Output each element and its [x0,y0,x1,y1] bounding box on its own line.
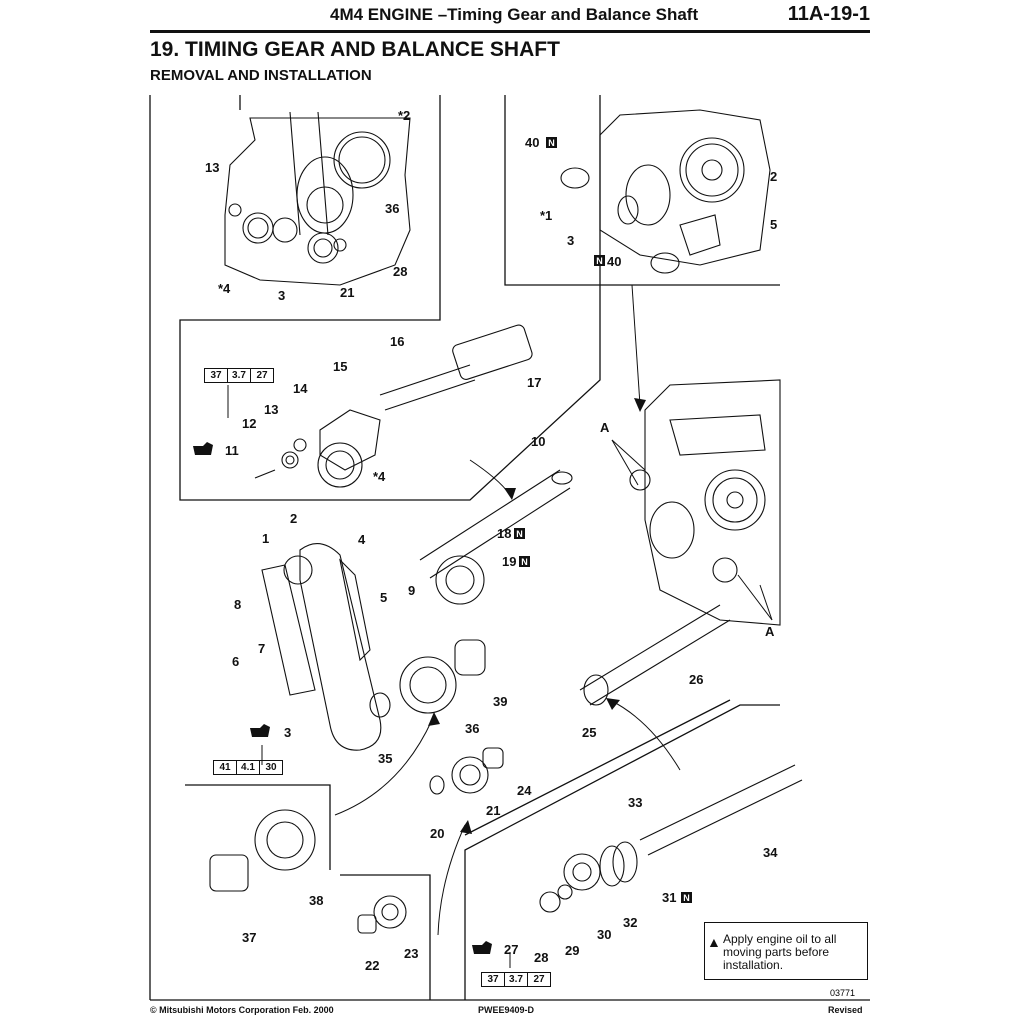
label-13b: 13 [264,402,278,417]
inset-box-timing-case [504,95,780,286]
label-5b: 5 [380,590,387,605]
label-3: 3 [278,288,285,303]
label-33: 33 [628,795,642,810]
engine-block-illustration [629,379,781,626]
label-6: 6 [232,654,239,669]
new-part-icon [514,528,525,539]
label-39: 39 [493,694,507,709]
section-title: 19. TIMING GEAR AND BALANCE SHAFT [150,38,560,61]
label-40: 40 [525,135,539,150]
label-4-star-b: *4 [373,469,386,484]
figure-number: 03771 [830,988,855,998]
label-37: 37 [242,930,256,945]
label-22: 22 [365,958,379,973]
label-28b: 28 [534,950,548,965]
oil-can-icon [472,941,492,954]
label-3c: 3 [284,725,291,740]
label-17: 17 [527,375,541,390]
label-1: 1 [262,531,269,546]
front-case-illustration [224,111,411,286]
label-12: 12 [242,416,256,431]
label-31: 31 [662,890,676,905]
label-11: 11 [225,443,239,458]
oil-pump-illustration [254,324,533,488]
page-header: 4M4 ENGINE –Timing Gear and Balance Shaf… [150,0,870,33]
timing-chain-illustration [261,543,382,751]
label-36: 36 [385,201,399,216]
label-38: 38 [309,893,323,908]
label-10: 10 [531,434,545,449]
label-2b: 2 [770,169,777,184]
new-part-icon [519,556,530,567]
label-23: 23 [404,946,418,961]
balance-shaft-10 [419,469,573,579]
label-2-star: *2 [398,108,410,123]
label-13: 13 [205,160,219,175]
label-40b: 40 [607,254,621,269]
label-32: 32 [623,915,637,930]
inset-box-balancer [464,704,780,1000]
inset-box-gear [185,784,331,870]
label-30: 30 [597,927,611,942]
oil-can-icon [250,724,270,737]
leader-lines [227,284,773,968]
inset-box-oil-pump [179,95,601,501]
label-28: 28 [393,264,407,279]
torque-spec-11: 37 3.7 27 [204,368,274,383]
label-A-bottom: A [765,624,775,639]
label-7: 7 [258,641,265,656]
page-number: 11A-19-1 [787,3,870,25]
balance-shaft-26 [579,604,731,706]
label-14: 14 [293,381,308,396]
label-18: 18 [497,526,511,541]
label-A-top: A [600,420,610,435]
label-9: 9 [408,583,415,598]
oil-can-icon [193,442,213,455]
new-part-icon [594,255,605,266]
label-4-star: *4 [218,281,231,296]
header-title: 4M4 ENGINE –Timing Gear and Balance Shaf… [330,5,699,24]
inset-box-idler [340,874,431,1000]
label-27: 27 [504,942,518,957]
label-36b: 36 [465,721,479,736]
new-part-icon [681,892,692,903]
gear-illustrations [209,555,638,934]
label-35: 35 [378,751,392,766]
label-1-star: *1 [540,208,552,223]
label-29: 29 [565,943,579,958]
label-25: 25 [582,725,596,740]
new-part-icon [546,137,557,148]
label-20: 20 [430,826,444,841]
footer-copyright: © Mitsubishi Motors Corporation Feb. 200… [150,1005,334,1015]
footer-status: Revised [828,1005,863,1015]
torque-spec-27: 37 3.7 27 [481,972,551,987]
label-2c: 2 [290,511,297,526]
label-3b: 3 [567,233,574,248]
torque-spec-3: 41 4.1 30 [213,760,283,775]
label-15: 15 [333,359,347,374]
label-21: 21 [340,285,354,300]
balance-shaft-34 [639,764,803,856]
label-5: 5 [770,217,777,232]
section-subtitle: REMOVAL AND INSTALLATION [150,67,372,84]
oil-note-box: ▲ Apply engine oil to all moving parts b… [704,922,868,980]
label-19: 19 [502,554,516,569]
label-8: 8 [234,597,241,612]
timing-case-illustration [560,109,771,274]
label-4: 4 [358,532,366,547]
label-21b: 21 [486,803,500,818]
oil-note-text: Apply engine oil to all moving parts bef… [723,932,837,972]
label-26: 26 [689,672,703,687]
footer-code: PWEE9409-D [478,1005,535,1015]
label-16: 16 [390,334,404,349]
label-34: 34 [763,845,778,860]
oil-can-icon: ▲ [707,934,721,950]
label-24: 24 [517,783,532,798]
